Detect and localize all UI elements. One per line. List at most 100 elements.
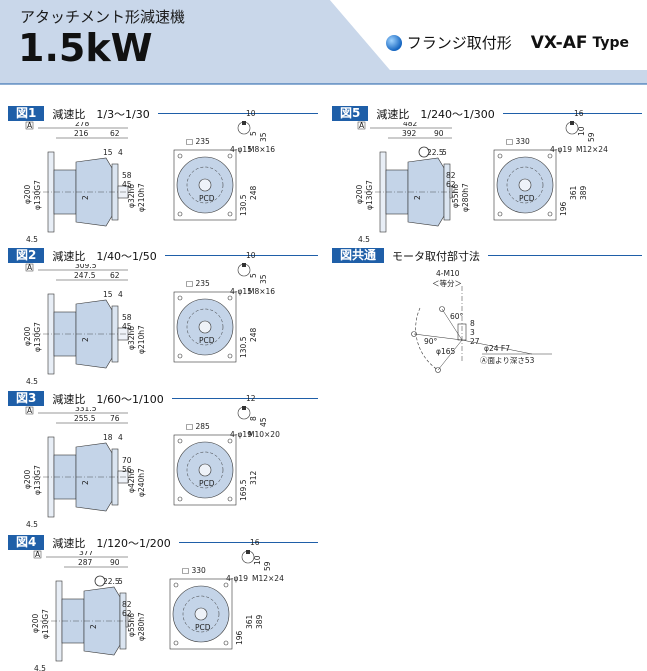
dim-pcd: PCD xyxy=(195,623,211,632)
dim-thk: 4.5 xyxy=(26,377,38,386)
dim-b: 5 xyxy=(442,148,447,157)
dim-key-height: 5 xyxy=(249,131,258,136)
centerline-a xyxy=(441,308,463,341)
mount-hole-icon xyxy=(547,153,553,159)
header-banner-shape xyxy=(0,0,647,88)
dim-key-depth: 59 xyxy=(263,561,272,571)
common-pcd: φ165 xyxy=(436,347,455,356)
dim-pcd: PCD xyxy=(199,336,215,345)
mount-hole-icon xyxy=(497,211,503,217)
dim-a: 18 xyxy=(103,433,113,442)
common-d1: 8 xyxy=(470,319,475,328)
dim-e: 2 xyxy=(81,337,90,342)
datum-a-label: A xyxy=(35,550,41,559)
datum-a-box xyxy=(33,550,42,559)
common-title: モータ取付部寸法 xyxy=(384,247,489,264)
center-shaft xyxy=(518,178,532,192)
dim-h2: 361 xyxy=(569,185,578,200)
dim-right: 90 xyxy=(434,129,444,138)
dim-key-depth: 35 xyxy=(259,132,268,142)
mount-hole-icon xyxy=(177,211,183,217)
dim-holes: 4-φ19 xyxy=(226,574,248,583)
dim-mid: 392 xyxy=(402,129,417,138)
dim-bore: φ130G7 xyxy=(33,322,42,352)
key-detail-slot xyxy=(242,263,246,267)
dim-key-height: 10 xyxy=(253,555,262,565)
dim-total: 331.5 xyxy=(75,404,97,413)
mount-hole-icon xyxy=(227,153,233,159)
dim-square: □ 235 xyxy=(186,137,210,146)
key-detail-slot xyxy=(570,121,574,125)
common-mount-drawing: 4-M10 ＜等分＞ 60° 90° φ165 8 3 27 φ24 F7 Ⓐ面… xyxy=(411,269,552,373)
dim-key-width: 16 xyxy=(250,538,260,547)
dim-holes: 4-φ19 xyxy=(550,145,572,154)
dim-key-tap: M8×16 xyxy=(248,287,275,296)
dim-shaft: φ32h6 xyxy=(127,326,136,350)
dim-d: 45 xyxy=(122,322,132,331)
center-shaft xyxy=(198,320,212,334)
dim-e: 2 xyxy=(89,624,98,629)
datum-a-box xyxy=(25,121,34,130)
dim-mid: 216 xyxy=(74,129,89,138)
datum-a-label: A xyxy=(27,121,33,130)
mount-hole-icon xyxy=(173,640,179,646)
dim-square: □ 330 xyxy=(182,566,206,575)
dim-c: 70 xyxy=(122,456,132,465)
tap-hole-bottom xyxy=(435,367,441,373)
figure-2-ratio: 減速比 1/40～1/50 xyxy=(44,247,165,264)
key-detail-slot xyxy=(246,550,250,554)
figure-1-header: 図1 減速比 1/3～1/30 xyxy=(8,105,318,122)
tap-hole-top xyxy=(439,306,445,312)
common-d3: 27 xyxy=(470,337,480,346)
dim-od: φ200 xyxy=(23,185,32,204)
dim-key-width: 10 xyxy=(246,109,256,118)
dim-d: 62 xyxy=(446,180,456,189)
center-shaft xyxy=(194,607,208,621)
eye-bolt xyxy=(418,146,430,158)
centerline-b xyxy=(413,333,463,341)
figure-3-ratio: 減速比 1/60～1/100 xyxy=(44,390,172,407)
dim-h3: 389 xyxy=(579,185,588,200)
figure-5-ratio: 減速比 1/240～1/300 xyxy=(368,105,503,122)
dim-c: 82 xyxy=(122,600,132,609)
eye-bolt xyxy=(94,575,106,587)
dim-h2: 361 xyxy=(245,614,254,629)
common-depth-note: Ⓐ面より深さ53 xyxy=(480,356,535,365)
dim-a: 22.5 xyxy=(427,148,444,157)
pcd-circle xyxy=(186,451,224,489)
pcd-arc xyxy=(415,307,439,371)
model-type-word: Type xyxy=(592,34,629,51)
dim-h3: 389 xyxy=(255,614,264,629)
dim-a: 15 xyxy=(103,290,113,299)
dim-a: 22.5 xyxy=(103,577,120,586)
power-rating: 1.5kW xyxy=(18,26,153,70)
dim-key-height: 10 xyxy=(577,126,586,136)
common-equal: ＜等分＞ xyxy=(432,278,462,288)
dim-h2: 312 xyxy=(249,470,258,485)
dim-h2: 248 xyxy=(249,185,258,200)
figure-2-tag: 図2 xyxy=(8,248,45,263)
pcd-circle xyxy=(186,308,224,346)
dim-b: 4 xyxy=(118,433,123,442)
common-tap: 4-M10 xyxy=(436,269,460,278)
dim-c: 82 xyxy=(446,171,456,180)
dim-pcd: PCD xyxy=(519,194,535,203)
pcd-circle xyxy=(186,166,224,204)
dim-holes: 4-φ19 xyxy=(230,430,252,439)
dim-mid: 287 xyxy=(78,558,93,567)
dim-pilot: φ280h7 xyxy=(137,612,146,641)
dim-key-tap: M8×16 xyxy=(248,145,275,154)
figure-5-header: 図5 減速比 1/240～1/300 xyxy=(332,105,642,122)
dim-total: 278 xyxy=(75,119,90,128)
common-header: 図共通 モータ取付部寸法 xyxy=(332,247,642,264)
dim-thk: 4.5 xyxy=(358,235,370,244)
dim-pilot: φ240h7 xyxy=(137,468,146,497)
dim-mid: 247.5 xyxy=(74,271,96,280)
dim-od: φ200 xyxy=(23,327,32,346)
dim-h1: 130.5 xyxy=(239,336,248,358)
dim-total: 377 xyxy=(79,548,94,557)
